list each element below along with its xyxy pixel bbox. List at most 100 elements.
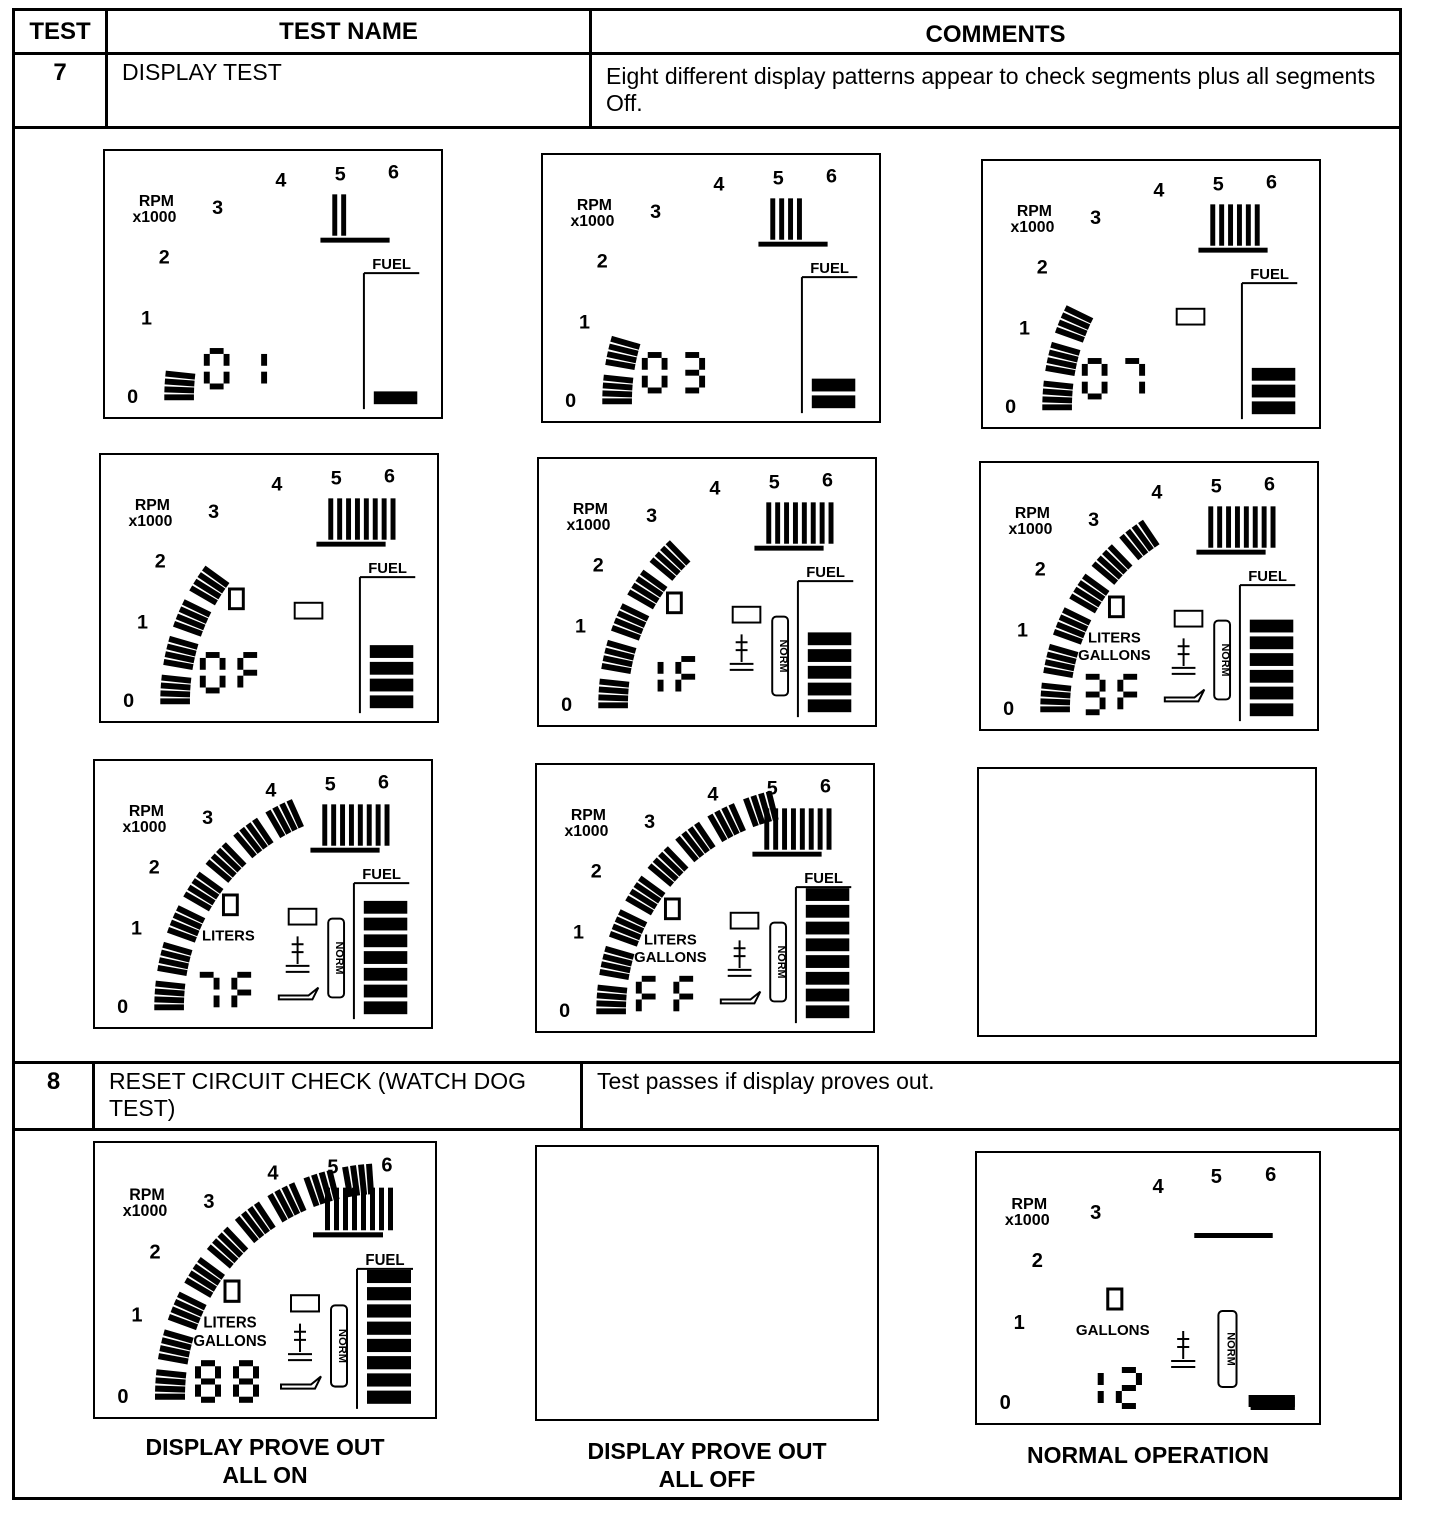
digit-segment-f <box>641 357 648 370</box>
tach-segment <box>164 386 195 394</box>
tach-high-bar <box>764 808 770 850</box>
oil-can-icon <box>1163 688 1206 703</box>
fuel-label: FUEL <box>804 871 843 887</box>
tach-high-bar <box>1270 506 1276 548</box>
x1000-label: x1000 <box>1010 219 1054 236</box>
tach-segment <box>160 682 191 691</box>
tach-baseline <box>1194 1233 1273 1238</box>
rpm-scale-4: 4 <box>713 173 724 195</box>
test-8-row: 8 RESET CIRCUIT CHECK (WATCH DOG TEST) T… <box>15 1061 1399 1131</box>
rpm-scale-3: 3 <box>202 807 213 829</box>
digit-segment-g <box>243 669 258 676</box>
digit-2 <box>685 352 706 394</box>
tach-high-bar <box>322 804 328 846</box>
rpm-scale-4: 4 <box>1152 1176 1164 1198</box>
caption-all-on-line2: ALL ON <box>222 1462 308 1488</box>
tach-segment <box>1091 561 1119 585</box>
tach-segment <box>165 370 196 380</box>
rpm-scale-0: 0 <box>123 690 134 712</box>
digit-segment-g <box>201 1378 215 1385</box>
fuel-label: FUEL <box>372 257 411 273</box>
tach-segment <box>1041 682 1072 692</box>
digit-segment-b <box>1097 1373 1104 1385</box>
tach-segment <box>175 613 206 631</box>
rpm-scale-2: 2 <box>149 1242 160 1264</box>
digit-1 <box>199 971 220 1008</box>
rpm-scale-2: 2 <box>1032 1250 1043 1272</box>
tach-segment <box>168 635 199 650</box>
digit-segment-e <box>1115 1391 1122 1403</box>
tach-high-bar <box>775 502 781 544</box>
tach-high-bar <box>828 502 834 544</box>
rpm-scale-2: 2 <box>1035 558 1046 580</box>
tach-segment <box>192 1263 221 1286</box>
rpm-scale-0: 0 <box>561 694 572 716</box>
tach-segment <box>161 1337 192 1351</box>
x1000-label: x1000 <box>570 213 614 230</box>
rpm-scale-0: 0 <box>1000 1392 1011 1414</box>
digit-segment-a <box>1085 673 1100 680</box>
fuel-bar <box>1249 686 1294 700</box>
rpm-scale-0: 0 <box>117 996 128 1018</box>
tach-segment <box>288 1182 307 1213</box>
tach-baseline <box>1196 549 1266 555</box>
digit-segment-b <box>1139 363 1146 376</box>
rpm-scale-6: 6 <box>1265 1164 1276 1186</box>
tach-high-bar <box>375 804 381 846</box>
fuel-bar <box>811 378 856 392</box>
digit-segment-a <box>647 352 662 358</box>
tach-segment <box>1064 305 1094 324</box>
fuel-bar <box>1249 636 1294 650</box>
tach-segment <box>155 980 186 990</box>
battery-icon <box>731 605 762 624</box>
tach-segment <box>1043 667 1074 678</box>
rpm-scale-0: 0 <box>117 1386 128 1408</box>
tach-segment <box>279 802 298 832</box>
test-7-row: 7 DISPLAY TEST Eight different display p… <box>15 55 1399 129</box>
rpm-scale-1: 1 <box>1014 1312 1025 1334</box>
fuel-bar <box>367 1287 411 1301</box>
fuel-bar <box>367 1304 411 1318</box>
tach-segment <box>274 1189 294 1219</box>
tach-segment <box>189 585 218 606</box>
tach-segment <box>176 1291 207 1311</box>
tach-segment <box>172 621 203 637</box>
rpm-scale-6: 6 <box>378 772 389 794</box>
digit-2 <box>261 353 268 384</box>
tach-segment <box>600 961 631 974</box>
fuel-bar <box>1249 669 1294 683</box>
header-test: TEST <box>15 11 108 52</box>
fuel-bar <box>367 1269 411 1284</box>
tach-segment <box>155 1369 187 1379</box>
tach-segment <box>241 1210 265 1239</box>
tach-high-bar <box>331 804 337 846</box>
digit-segment-e <box>1081 381 1088 394</box>
battery-icon <box>290 1294 320 1313</box>
rpm-scale-3: 3 <box>1088 509 1099 531</box>
test-table: TEST TEST NAME COMMENTS 7 DISPLAY TEST E… <box>12 8 1402 1500</box>
tach-segment <box>721 806 740 836</box>
digit-segment-c <box>1101 381 1108 394</box>
tach-segment <box>1119 533 1143 561</box>
tach-high-bar <box>1236 204 1242 246</box>
digit-1 <box>641 352 668 394</box>
tach-segment <box>178 606 209 624</box>
digit-segment-d <box>209 383 224 390</box>
digit-2 <box>675 656 696 692</box>
rpm-scale-2: 2 <box>591 860 602 882</box>
fuel-bar <box>363 951 408 964</box>
tach-segment <box>157 1353 189 1365</box>
tach-high-bar <box>784 502 790 544</box>
digit-segment-f <box>675 661 682 674</box>
digit-segment-g <box>239 1378 253 1385</box>
tach-segment <box>188 1270 217 1292</box>
fuel-pump-icon <box>227 587 245 611</box>
tach-segment <box>599 678 630 688</box>
tach-high-bar <box>332 194 338 236</box>
tach-high-bar <box>357 804 363 846</box>
tach-high-bar <box>770 198 776 240</box>
rpm-scale-1: 1 <box>131 917 142 939</box>
